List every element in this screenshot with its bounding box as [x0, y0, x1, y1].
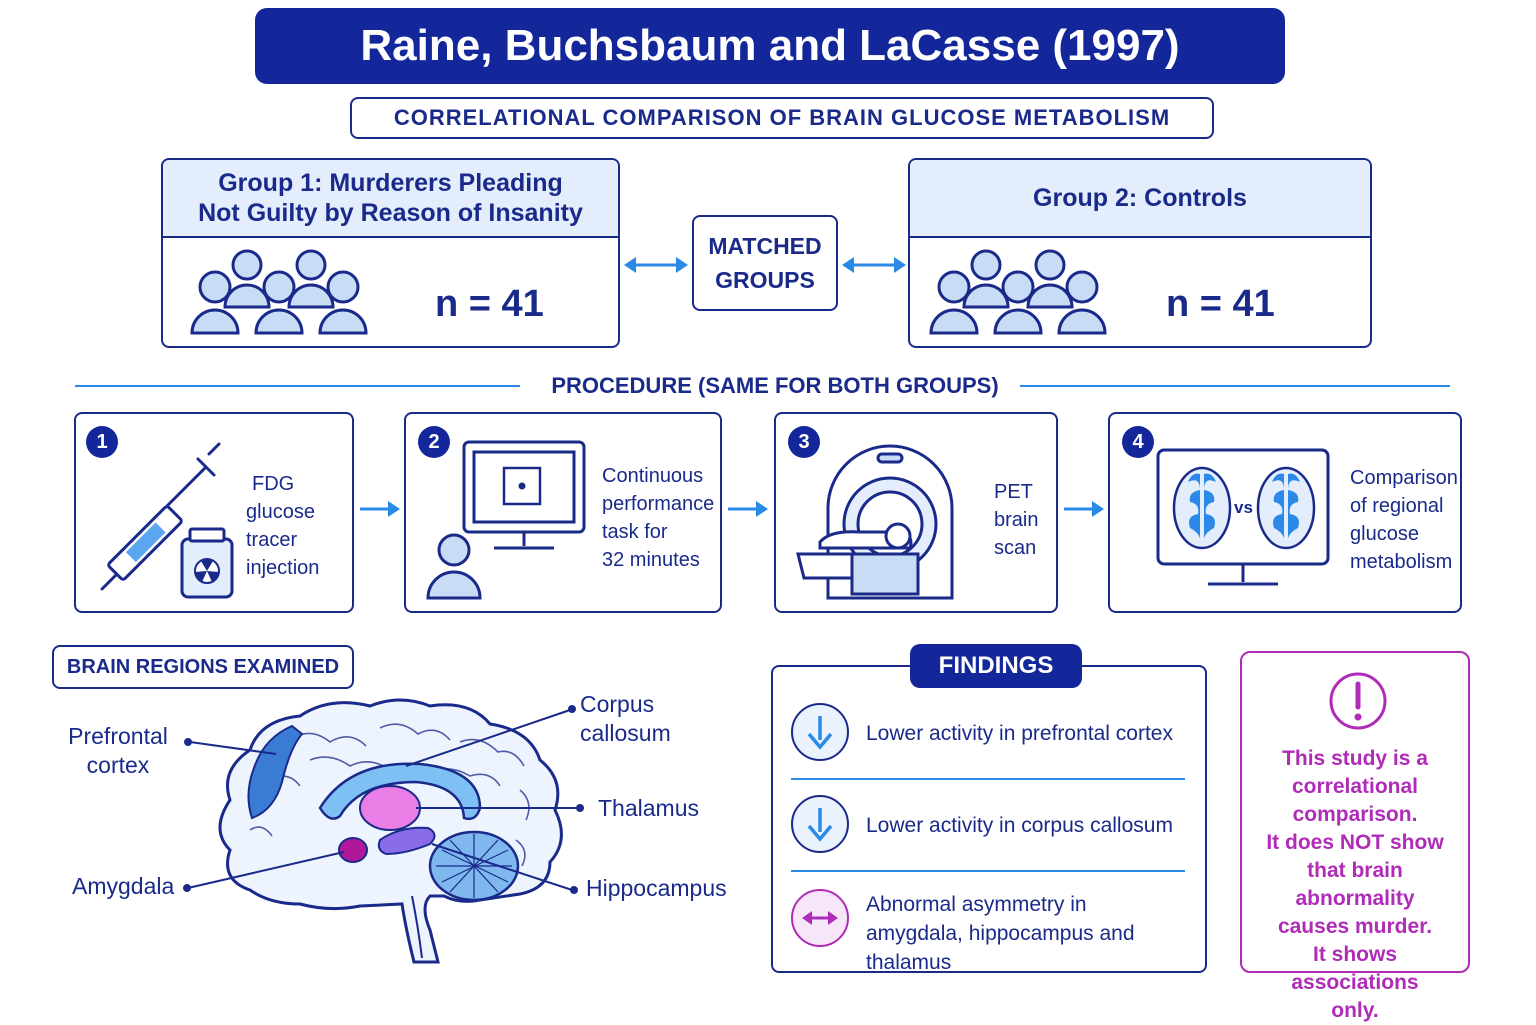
step-3-line: PET	[994, 481, 1033, 503]
step-number: 2	[418, 426, 450, 458]
warning-text: This study is a correlational comparison…	[1252, 745, 1458, 1025]
group-1-title-line-2: Not Guilty by Reason of Insanity	[198, 199, 583, 227]
syringe-icon	[100, 442, 234, 599]
warning-line: comparison.	[1292, 803, 1418, 826]
group-2-card: Group 2: Controls n = 41	[908, 158, 1372, 348]
step-1-line: glucose	[246, 501, 315, 523]
finding-3-text: Abnormal asymmetry in amygdala, hippocam…	[866, 890, 1205, 977]
people-group-icon	[929, 249, 1107, 335]
step-2-text: Continuous performance task for 32 minut…	[602, 462, 714, 574]
label-thalamus: Thalamus	[598, 795, 699, 821]
down-arrow-icon	[791, 795, 849, 853]
step-4-line: metabolism	[1350, 551, 1453, 573]
procedure-step-4: 4 vs Comparison of regional glucose meta…	[1108, 412, 1462, 613]
label-amygdala: Amygdala	[72, 873, 175, 899]
step-number: 4	[1122, 426, 1154, 458]
procedure-divider-right	[1020, 385, 1450, 387]
step-2-line: performance	[602, 493, 715, 515]
findings-title: FINDINGS	[910, 644, 1082, 688]
label-prefrontal-cortex: Prefrontal cortex	[62, 722, 174, 780]
step-2-line: 32 minutes	[602, 549, 700, 571]
arrow-right-icon	[728, 501, 768, 517]
step-2-line: Continuous	[602, 465, 704, 487]
procedure-step-1: 1 FDG glucose tracer injection	[74, 412, 354, 613]
correlation-warning-box: This study is a correlational comparison…	[1240, 651, 1470, 1022]
step-1-line: tracer	[246, 529, 298, 551]
procedure-title: PROCEDURE (SAME FOR BOTH GROUPS)	[551, 373, 999, 398]
label-corpus-line: Corpus	[580, 691, 655, 717]
warning-line: that brain abnormality	[1295, 859, 1415, 910]
warning-line: It does NOT show	[1266, 831, 1444, 854]
procedure-step-2: 2 Continuous performance task for 32 min…	[404, 412, 722, 613]
group-2-title: Group 2: Controls	[910, 160, 1370, 238]
brain-diagram	[183, 698, 584, 964]
left-double-arrow-icon	[624, 257, 688, 273]
subtitle: CORRELATIONAL COMPARISON OF BRAIN GLUCOS…	[350, 97, 1214, 139]
finding-divider	[791, 778, 1185, 780]
step-4-text: Comparison of regional glucose metabolis…	[1350, 464, 1458, 576]
page-title: Raine, Buchsbaum and LaCasse (1997)	[255, 8, 1285, 84]
procedure-step-3: 3 PET brain scan	[774, 412, 1058, 613]
matched-groups-box: MATCHED GROUPS	[692, 215, 838, 311]
step-number: 3	[788, 426, 820, 458]
warning-line: correlational	[1291, 775, 1419, 798]
step-1-line: FDG	[252, 473, 295, 495]
finding-3-line: amygdala, hippocampus and thalamus	[866, 922, 1135, 974]
step-2-line: task for	[602, 521, 668, 543]
people-group-icon	[190, 249, 368, 335]
step-3-line: brain	[994, 509, 1039, 531]
step-1-line: injection	[246, 557, 320, 579]
finding-1-text: Lower activity in prefrontal cortex	[866, 722, 1173, 745]
pet-scanner-icon	[796, 444, 954, 600]
label-prefrontal-line: Prefrontal	[68, 723, 168, 749]
computer-task-icon	[426, 440, 586, 600]
arrow-right-icon	[1064, 501, 1104, 517]
right-double-arrow-icon	[842, 257, 906, 273]
matched-line-2: GROUPS	[715, 267, 815, 293]
label-corpus-line: callosum	[580, 720, 671, 746]
arrow-right-icon	[360, 501, 400, 517]
group-2-n: n = 41	[1166, 283, 1275, 325]
finding-2-text: Lower activity in corpus callosum	[866, 814, 1173, 837]
label-prefrontal-line: cortex	[86, 752, 150, 778]
step-1-text: FDG glucose tracer injection	[246, 470, 319, 582]
group-1-card: Group 1: Murderers Pleading Not Guilty b…	[161, 158, 620, 348]
finding-3-line: Abnormal asymmetry in	[866, 893, 1087, 916]
step-number: 1	[86, 426, 118, 458]
label-hippocampus: Hippocampus	[586, 875, 727, 901]
finding-divider	[791, 870, 1185, 872]
group-1-title: Group 1: Murderers Pleading Not Guilty b…	[163, 160, 618, 238]
vs-label: vs	[1234, 498, 1253, 517]
warning-line: This study is a	[1282, 747, 1428, 770]
warning-line: only.	[1331, 999, 1379, 1022]
double-arrow-icon	[791, 889, 849, 947]
brain-regions-title: BRAIN REGIONS EXAMINED	[52, 645, 354, 689]
label-corpus-callosum: Corpus callosum	[580, 690, 671, 748]
step-3-text: PET brain scan	[994, 478, 1038, 562]
down-arrow-icon	[791, 703, 849, 761]
findings-panel: Lower activity in prefrontal cortex Lowe…	[771, 665, 1207, 974]
procedure-divider-left	[75, 385, 520, 387]
exclamation-icon	[1329, 672, 1387, 730]
step-3-line: scan	[994, 537, 1037, 559]
warning-line: causes murder.	[1277, 915, 1433, 938]
warning-line: It shows associations	[1291, 943, 1419, 994]
step-4-line: of regional	[1350, 495, 1444, 517]
step-4-line: glucose	[1350, 523, 1419, 545]
step-4-line: Comparison	[1350, 467, 1458, 489]
matched-line-1: MATCHED	[708, 233, 822, 259]
brain-comparison-monitor-icon	[1156, 448, 1330, 586]
group-1-n: n = 41	[435, 283, 544, 325]
group-1-title-line-1: Group 1: Murderers Pleading	[218, 169, 563, 197]
